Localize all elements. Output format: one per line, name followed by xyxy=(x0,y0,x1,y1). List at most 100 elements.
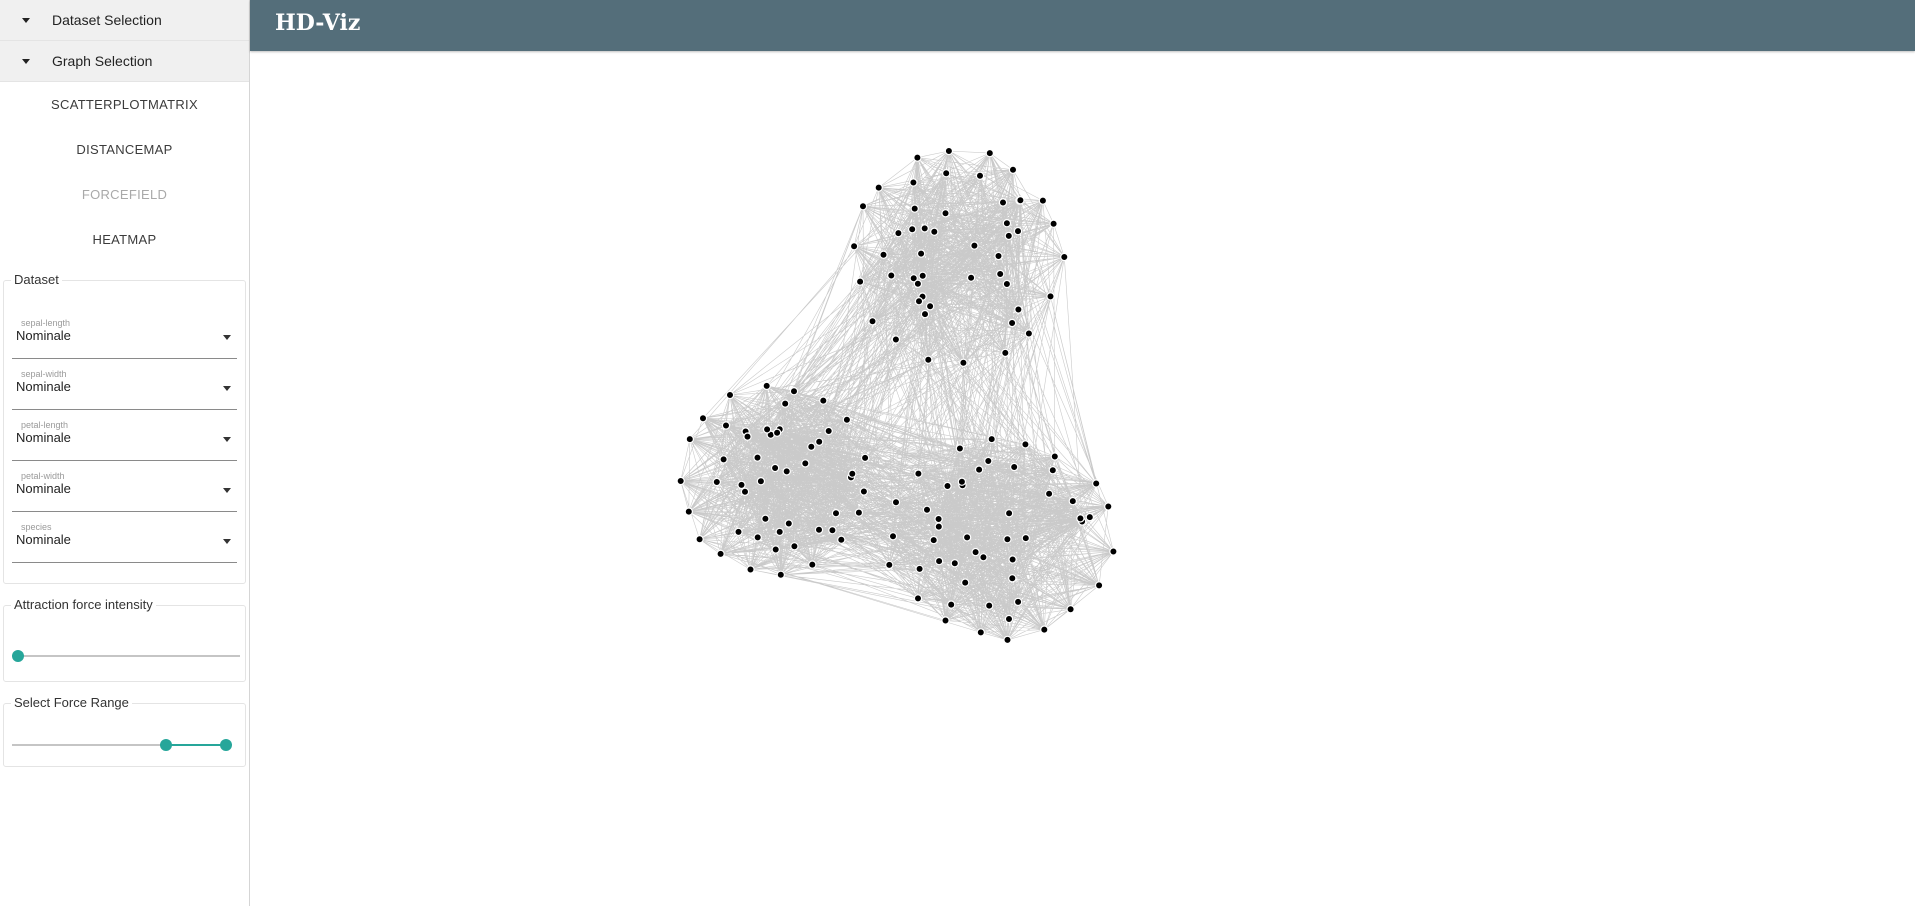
graph-node[interactable] xyxy=(1001,348,1010,358)
graph-node[interactable] xyxy=(913,153,922,162)
graph-node[interactable] xyxy=(894,228,903,238)
accordion-graph-selection[interactable]: Graph Selection xyxy=(0,41,249,82)
graph-node[interactable] xyxy=(1076,514,1085,523)
graph-node[interactable] xyxy=(922,505,932,514)
graph-node[interactable] xyxy=(789,387,799,396)
graph-node[interactable] xyxy=(859,487,869,496)
graph-node[interactable] xyxy=(819,396,828,405)
graph-node[interactable] xyxy=(695,535,704,544)
graph-node[interactable] xyxy=(941,209,950,218)
graph-node[interactable] xyxy=(934,522,944,531)
graph-node[interactable] xyxy=(1104,502,1113,511)
graph-node[interactable] xyxy=(824,426,833,436)
graph-node[interactable] xyxy=(1013,226,1023,236)
graph-node[interactable] xyxy=(909,274,918,283)
graph-node[interactable] xyxy=(971,547,980,557)
graph-node[interactable] xyxy=(943,481,952,491)
graph-node[interactable] xyxy=(1109,547,1118,556)
graph-node[interactable] xyxy=(941,616,950,625)
graph-node[interactable] xyxy=(966,273,976,282)
graph-node[interactable] xyxy=(1066,605,1075,614)
graph-node[interactable] xyxy=(920,309,930,319)
graph-node[interactable] xyxy=(976,628,986,637)
force-range-track[interactable] xyxy=(12,744,226,746)
graph-node[interactable] xyxy=(1049,219,1058,228)
graph-node[interactable] xyxy=(842,415,852,424)
graph-node[interactable] xyxy=(914,469,923,478)
graph-node[interactable] xyxy=(998,198,1008,207)
graph-node[interactable] xyxy=(756,477,766,486)
graph-node[interactable] xyxy=(1008,555,1017,564)
graph-node[interactable] xyxy=(974,465,984,474)
graph-node[interactable] xyxy=(837,535,846,544)
graph-node[interactable] xyxy=(925,302,935,311)
graph-node[interactable] xyxy=(828,526,837,535)
graph-node[interactable] xyxy=(676,476,685,486)
select-sepal-width[interactable]: sepal-width Nominale xyxy=(12,369,237,410)
graph-node[interactable] xyxy=(916,249,926,258)
graph-node[interactable] xyxy=(753,453,762,462)
graph-node[interactable] xyxy=(1004,509,1014,518)
graph-node[interactable] xyxy=(1003,535,1012,544)
graph-node[interactable] xyxy=(1050,452,1060,461)
scatterplotmatrix-button[interactable]: SCATTERPLOTMATRIX xyxy=(0,82,249,127)
graph-node[interactable] xyxy=(753,533,762,542)
graph-node[interactable] xyxy=(1021,533,1031,543)
graph-node[interactable] xyxy=(885,560,894,570)
attraction-slider-track[interactable] xyxy=(18,655,240,657)
graph-node[interactable] xyxy=(771,545,780,554)
graph-node[interactable] xyxy=(1038,196,1048,205)
graph-node[interactable] xyxy=(770,463,780,473)
graph-node[interactable] xyxy=(955,444,965,453)
graph-node[interactable] xyxy=(807,442,816,451)
graph-node[interactable] xyxy=(855,277,865,286)
graph-node[interactable] xyxy=(1007,318,1017,328)
graph-node[interactable] xyxy=(781,399,790,408)
heatmap-button[interactable]: HEATMAP xyxy=(0,217,249,262)
graph-node[interactable] xyxy=(987,434,996,444)
graph-node[interactable] xyxy=(1044,489,1054,498)
graph-node[interactable] xyxy=(984,456,993,466)
graph-node[interactable] xyxy=(888,532,898,541)
graph-node[interactable] xyxy=(790,542,799,551)
graph-node[interactable] xyxy=(740,487,750,496)
graph-node[interactable] xyxy=(950,559,960,568)
graph-node[interactable] xyxy=(848,469,857,478)
graph-node[interactable] xyxy=(887,271,896,280)
graph-node[interactable] xyxy=(782,467,791,476)
graph-node[interactable] xyxy=(734,527,743,537)
graph-node[interactable] xyxy=(1002,279,1012,289)
graph-node[interactable] xyxy=(808,560,817,569)
graph-node[interactable] xyxy=(1092,479,1101,488)
graph-node[interactable] xyxy=(1014,305,1023,314)
select-species[interactable]: species Nominale xyxy=(12,522,237,563)
graph-node[interactable] xyxy=(909,178,918,187)
select-petal-width[interactable]: petal-width Nominale xyxy=(12,471,237,512)
graph-node[interactable] xyxy=(1004,614,1014,624)
attraction-slider-thumb[interactable] xyxy=(12,650,24,662)
graph-node[interactable] xyxy=(1008,165,1018,175)
graph-node[interactable] xyxy=(698,414,708,423)
graph-node[interactable] xyxy=(959,358,968,367)
graph-node[interactable] xyxy=(961,578,970,587)
graph-node[interactable] xyxy=(860,453,870,463)
forcefield-button[interactable]: FORCEFIELD xyxy=(0,172,249,217)
graph-node[interactable] xyxy=(874,183,883,192)
graph-node[interactable] xyxy=(784,519,794,528)
graph-node[interactable] xyxy=(725,390,735,400)
graph-node[interactable] xyxy=(985,601,994,610)
graph-node[interactable] xyxy=(1008,574,1017,583)
graph-node[interactable] xyxy=(737,480,746,490)
graph-node[interactable] xyxy=(920,224,929,233)
graph-node[interactable] xyxy=(684,507,693,516)
graph-node[interactable] xyxy=(1094,581,1104,590)
graph-node[interactable] xyxy=(891,335,901,344)
graph-node[interactable] xyxy=(942,168,951,178)
graph-node[interactable] xyxy=(1046,292,1055,301)
graph-node[interactable] xyxy=(947,600,956,609)
graph-node[interactable] xyxy=(929,535,938,545)
graph-node[interactable] xyxy=(914,296,924,306)
graph-node[interactable] xyxy=(685,434,694,444)
graph-node[interactable] xyxy=(879,250,888,259)
select-sepal-length[interactable]: sepal-length Nominale xyxy=(12,318,237,359)
